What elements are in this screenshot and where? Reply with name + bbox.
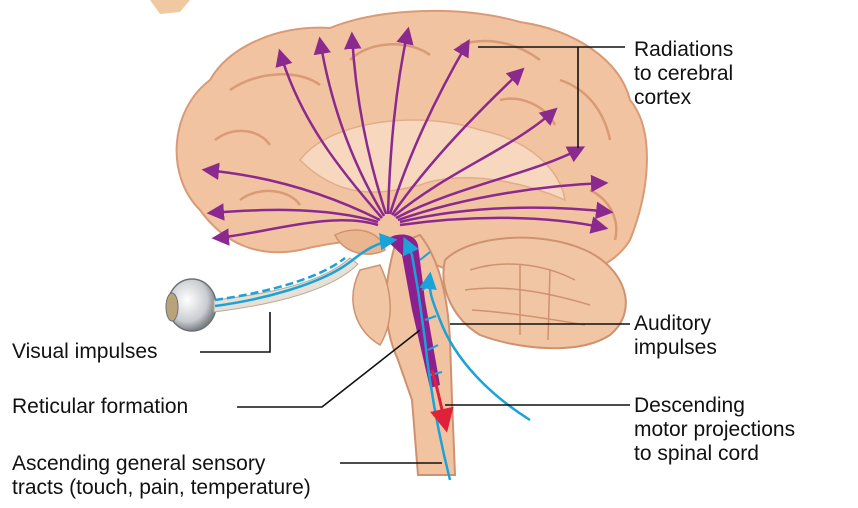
tissue-fragment: [150, 0, 190, 14]
label-visual-impulses: Visual impulses: [12, 340, 158, 364]
label-reticular-formation: Reticular formation: [12, 395, 188, 419]
label-radiations: Radiations to cerebral cortex: [634, 38, 733, 110]
label-descending-motor: Descending motor projections to spinal c…: [634, 394, 795, 466]
label-ascending-tracts: Ascending general sensory tracts (touch,…: [12, 452, 311, 500]
eye: [166, 258, 358, 331]
label-auditory-impulses: Auditory impulses: [634, 312, 717, 360]
